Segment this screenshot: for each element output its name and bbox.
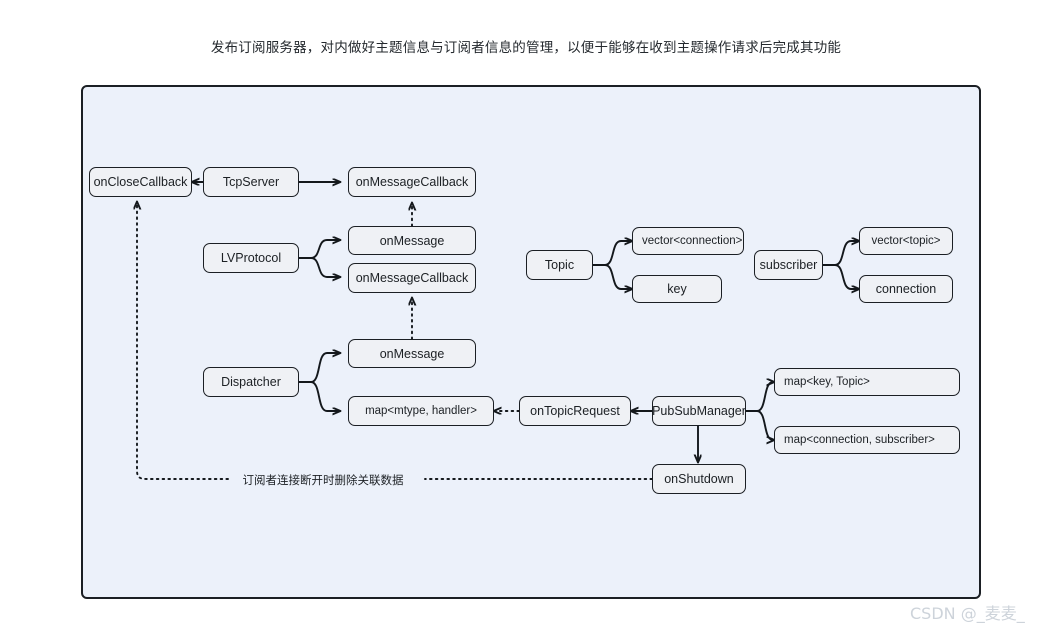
diagram-caption: 发布订阅服务器，对内做好主题信息与订阅者信息的管理，以便于能够在收到主题操作请求… [210,40,842,55]
node-ontopicrequest-label: onTopicRequest [530,404,620,418]
node-key-label: key [667,282,687,296]
node-onshutdown[interactable]: onShutdown [652,464,746,494]
node-pubsubmanager-label: PubSubManager [652,404,746,418]
node-onclosecallback[interactable]: onCloseCallback [89,167,192,197]
watermark: CSDN @_麦麦_ [910,604,1025,623]
node-onmessagecallback-lv[interactable]: onMessageCallback [348,263,476,293]
node-tcpserver[interactable]: TcpServer [203,167,299,197]
node-vector-connection[interactable]: vector<connection> [632,227,744,255]
node-onmessage-dispatcher[interactable]: onMessage [348,339,476,368]
node-vector-topic-label: vector<topic> [871,235,941,247]
node-onmessagecallback-top-label: onMessageCallback [355,175,469,189]
node-map-connection-subscriber[interactable]: map<connection, subscriber> [774,426,960,454]
node-onmessage-lv[interactable]: onMessage [348,226,476,255]
node-ontopicrequest[interactable]: onTopicRequest [519,396,631,426]
node-onclosecallback-label: onCloseCallback [93,175,188,189]
node-vector-topic[interactable]: vector<topic> [859,227,953,255]
node-onmessage-dispatcher-label: onMessage [379,346,445,361]
node-subscriber-label: subscriber [759,258,818,272]
node-onmessagecallback-lv-label: onMessageCallback [355,271,469,285]
node-pubsubmanager[interactable]: PubSubManager [652,396,746,426]
diagram-panel [81,85,981,599]
node-onshutdown-label: onShutdown [664,472,734,486]
node-lvprotocol-label: LVProtocol [220,251,282,265]
node-map-mtype-handler-label: map<mtype, handler> [365,405,477,417]
node-map-connection-subscriber-label: map<connection, subscriber> [784,434,935,446]
edge-note-label: 订阅者连接断开时删除关联数据 [233,471,413,488]
node-vector-connection-label: vector<connection> [642,235,743,247]
node-tcpserver-label: TcpServer [222,175,280,189]
node-topic[interactable]: Topic [526,250,593,280]
node-key[interactable]: key [632,275,722,303]
node-map-key-topic[interactable]: map<key, Topic> [774,368,960,396]
node-dispatcher-label: Dispatcher [221,375,281,389]
node-connection-label: connection [875,282,937,296]
node-topic-label: Topic [544,258,575,272]
node-connection[interactable]: connection [859,275,953,303]
node-map-mtype-handler[interactable]: map<mtype, handler> [348,396,494,426]
node-subscriber[interactable]: subscriber [754,250,823,280]
node-lvprotocol[interactable]: LVProtocol [203,243,299,273]
node-dispatcher[interactable]: Dispatcher [203,367,299,397]
node-onmessage-lv-label: onMessage [379,233,445,248]
node-map-key-topic-label: map<key, Topic> [784,376,870,388]
node-onmessagecallback-top[interactable]: onMessageCallback [348,167,476,197]
